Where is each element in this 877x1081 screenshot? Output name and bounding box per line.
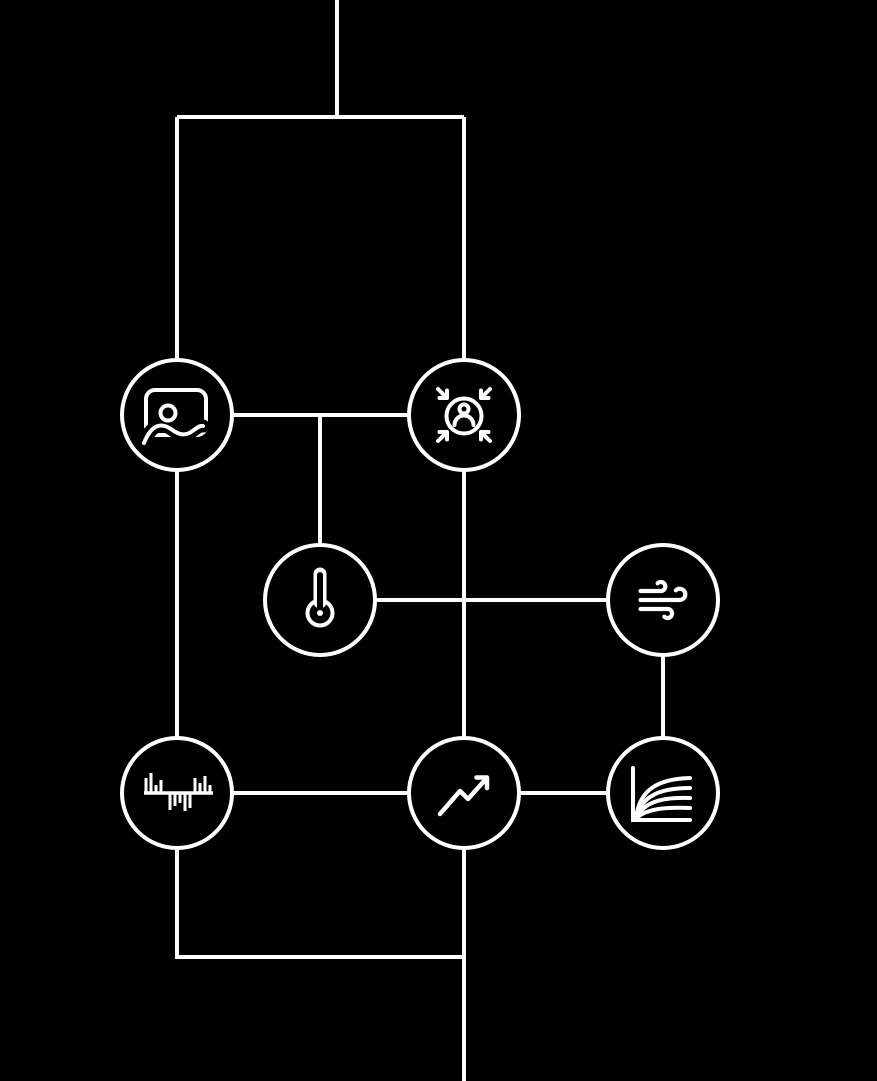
node-saturation-curves[interactable] (606, 736, 720, 850)
node-thermometer[interactable] (263, 543, 377, 657)
node-waveform[interactable] (120, 736, 234, 850)
node-image[interactable] (120, 358, 234, 472)
person-compress-icon (436, 387, 492, 443)
node-wind[interactable] (606, 543, 720, 657)
node-trending-up[interactable] (407, 736, 521, 850)
edge-waveform-bottom-elbow (175, 847, 464, 959)
node-person-compress[interactable] (407, 358, 521, 472)
